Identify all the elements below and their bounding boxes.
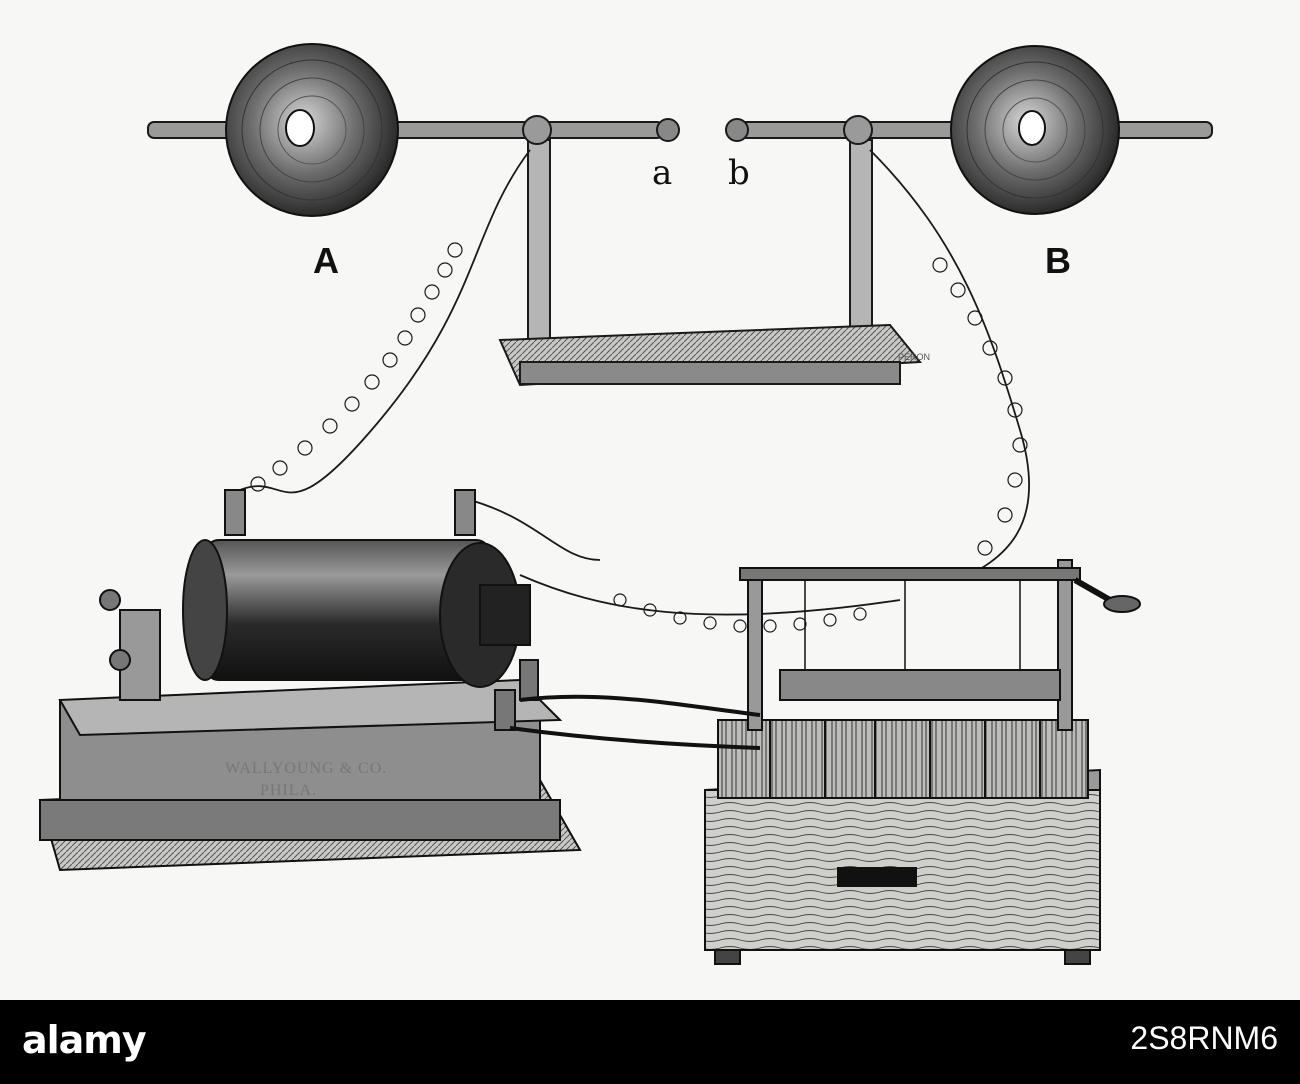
label-small-a: a xyxy=(652,153,673,193)
battery-box xyxy=(704,559,1141,965)
watermark-footer: alamy 2S8RNM6 xyxy=(0,1000,1300,1084)
disc-b xyxy=(950,45,1120,215)
insulating-stand xyxy=(498,115,923,387)
disc-a xyxy=(225,43,399,217)
engraving-illustration: a b A B WALLYOUNG & CO. PHILA. PERON xyxy=(38,43,1213,965)
artist-signature: PERON xyxy=(898,352,931,362)
apparatus-drawing xyxy=(38,43,1213,965)
maker-name: WALLYOUNG & CO. xyxy=(225,760,388,777)
label-big-a: A xyxy=(313,240,339,281)
maker-city: PHILA. xyxy=(260,782,318,799)
induction-coil xyxy=(38,489,582,872)
image-code: 2S8RNM6 xyxy=(1130,1020,1278,1056)
alamy-logo: alamy xyxy=(22,1018,147,1062)
coil-loops xyxy=(250,242,1028,633)
alamy-brand-text: alamy xyxy=(22,1018,147,1062)
label-big-b: B xyxy=(1045,240,1071,281)
coiled-wires xyxy=(239,149,1031,616)
battery-cables xyxy=(509,694,761,750)
label-small-b: b xyxy=(728,153,750,193)
